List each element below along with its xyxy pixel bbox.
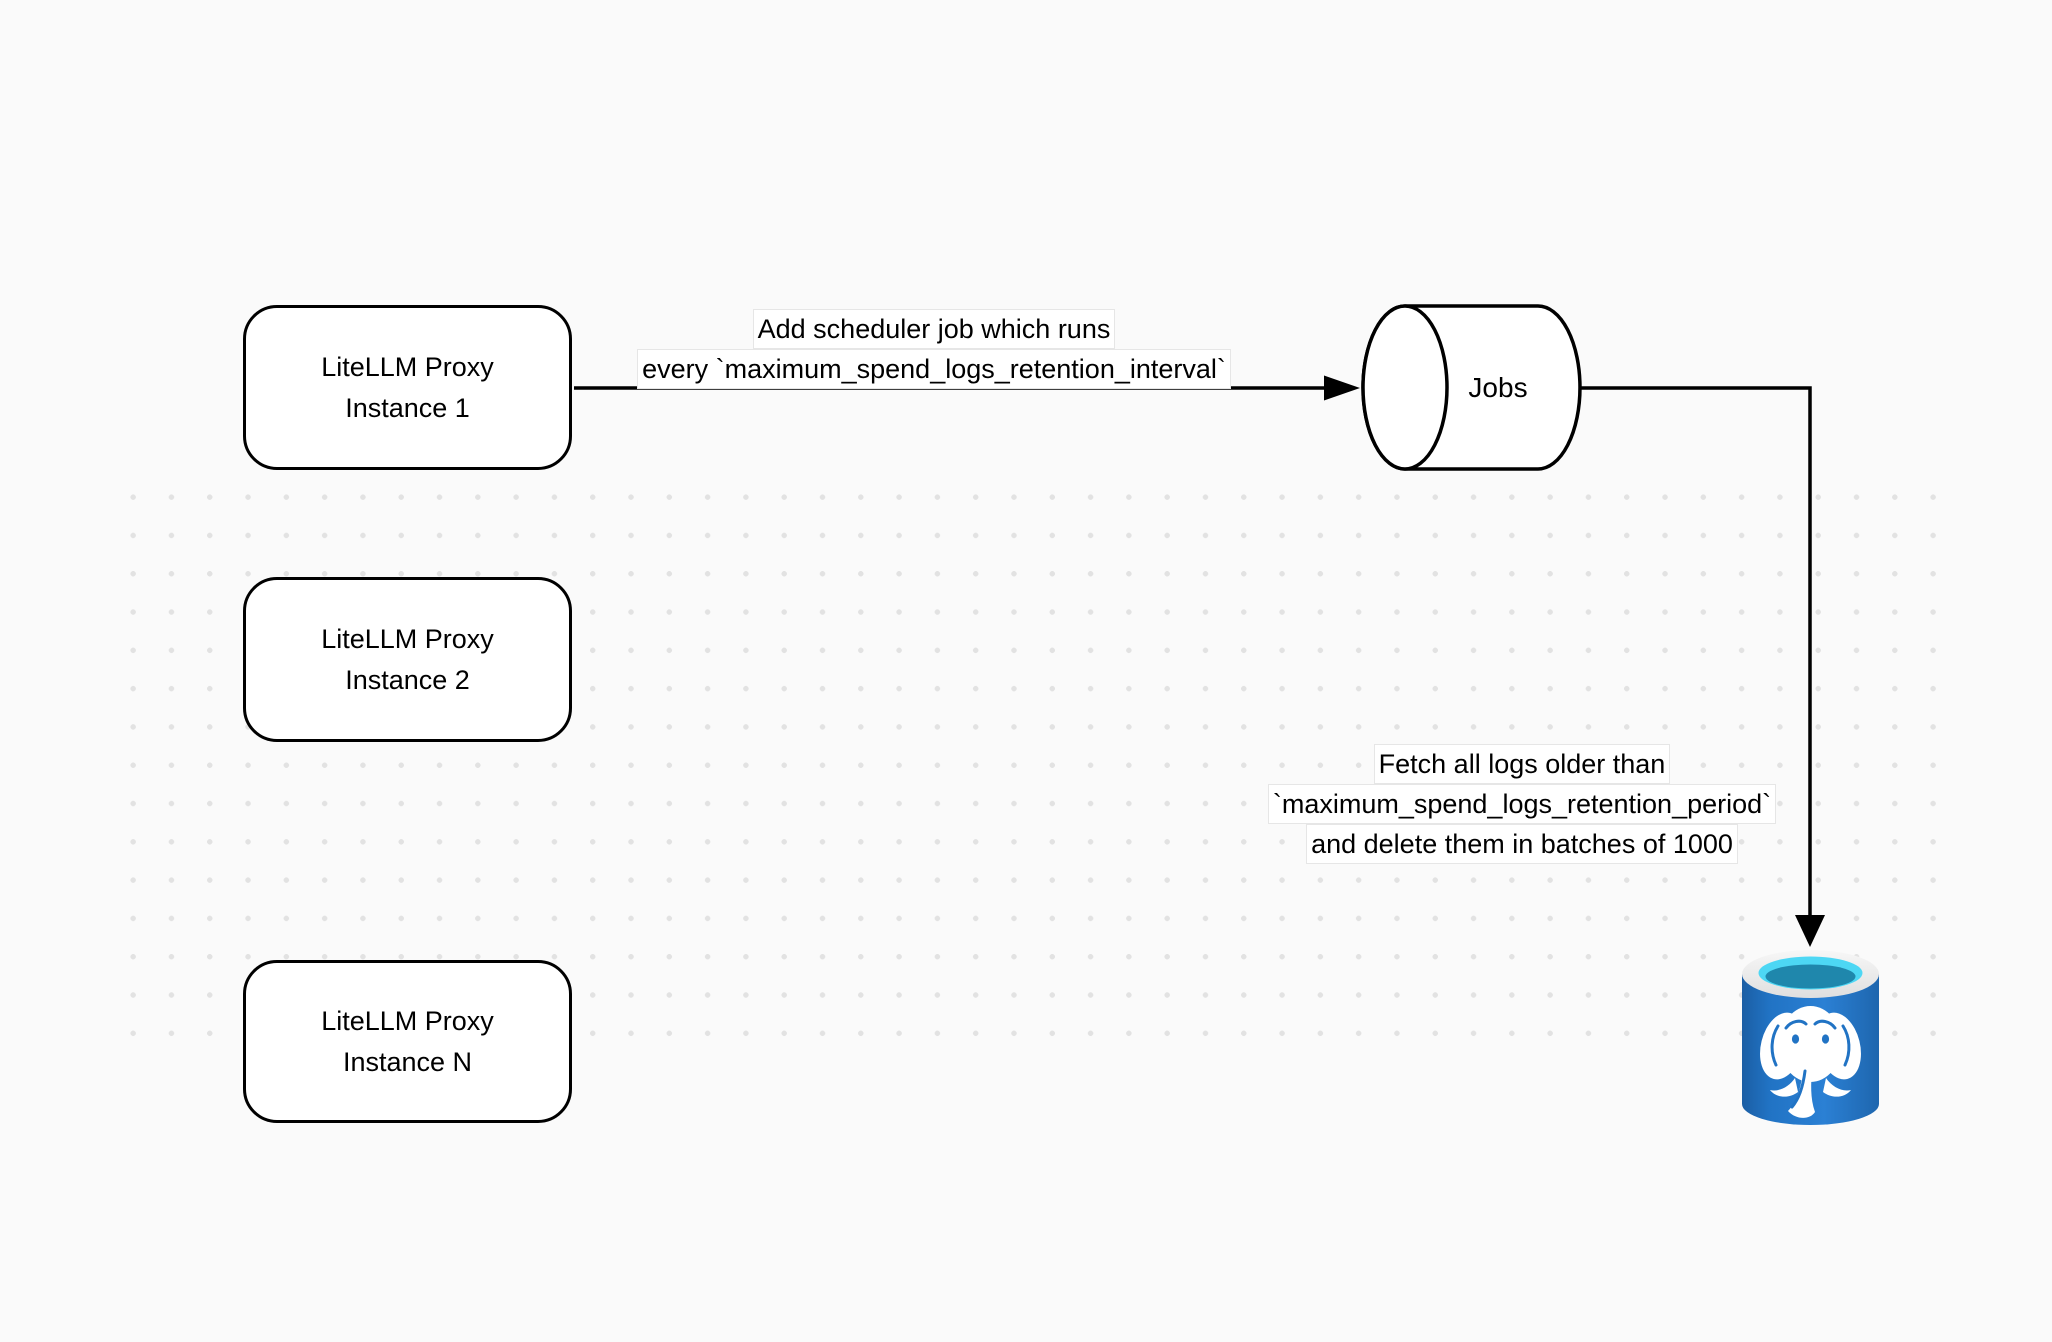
node-litellm-proxy-instance-n: LiteLLM Proxy Instance N xyxy=(243,960,572,1123)
edge-label-line: Fetch all logs older than xyxy=(1373,744,1671,784)
edge-label-line: and delete them in batches of 1000 xyxy=(1306,824,1738,864)
postgresql-icon xyxy=(1742,950,1879,1125)
edge-label-fetch-and-delete: Fetch all logs older than `maximum_spend… xyxy=(1186,744,1858,864)
edge-label-add-scheduler-job: Add scheduler job which runs every `maxi… xyxy=(598,309,1270,389)
jobs-queue-label: Jobs xyxy=(1468,372,1528,403)
edge-label-line: Add scheduler job which runs xyxy=(752,309,1116,349)
edge-fetch-and-delete xyxy=(1580,386,1825,947)
postgres-elephant-icon xyxy=(1760,1006,1861,1118)
node-label-line: LiteLLM Proxy xyxy=(321,351,494,382)
edge-label-line: `maximum_spend_logs_retention_period` xyxy=(1267,784,1777,824)
node-label-line: LiteLLM Proxy xyxy=(321,623,494,654)
node-label-line: LiteLLM Proxy xyxy=(321,1005,494,1036)
node-label-line: Instance N xyxy=(342,1046,473,1077)
node-litellm-proxy-instance-1: LiteLLM Proxy Instance 1 xyxy=(243,305,572,470)
edge-label-line: every `maximum_spend_logs_retention_inte… xyxy=(637,349,1231,389)
node-label-line: Instance 2 xyxy=(345,664,470,695)
arrowhead-right-icon xyxy=(1324,375,1360,401)
jobs-queue-shape xyxy=(1361,304,1582,471)
node-label-line: Instance 1 xyxy=(345,392,470,423)
node-litellm-proxy-instance-2: LiteLLM Proxy Instance 2 xyxy=(243,577,572,742)
arrowhead-down-icon xyxy=(1795,915,1825,947)
